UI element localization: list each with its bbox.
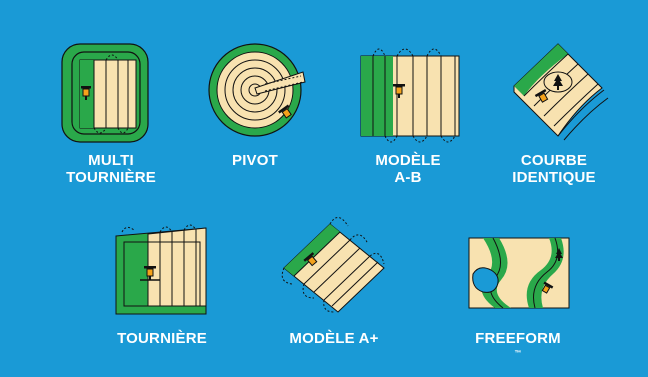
pattern-label-modele-ab: MODÈLE A-B [375,152,441,186]
pattern-label-pivot: PIVOT [231,152,278,169]
multi-headland-pattern-icon [61,43,149,143]
freeform-pattern-icon [468,237,570,309]
a-plus-pattern-icon [281,217,385,313]
trademark-mark: ™ [514,350,522,357]
pattern-label-modele-a-plus: MODÈLE A+ [289,330,379,347]
pattern-label-multi-tourniere: MULTI TOURNIÈRE [66,152,156,186]
headland-pattern-icon [115,224,207,315]
identical-curve-pattern-icon [513,43,609,141]
pattern-label-tourniere: TOURNIÈRE [117,330,207,347]
ab-line-pattern-icon [360,48,460,143]
pivot-pattern-icon [208,43,306,137]
pattern-label-courbe-identique: COURBE IDENTIQUE [512,152,596,186]
